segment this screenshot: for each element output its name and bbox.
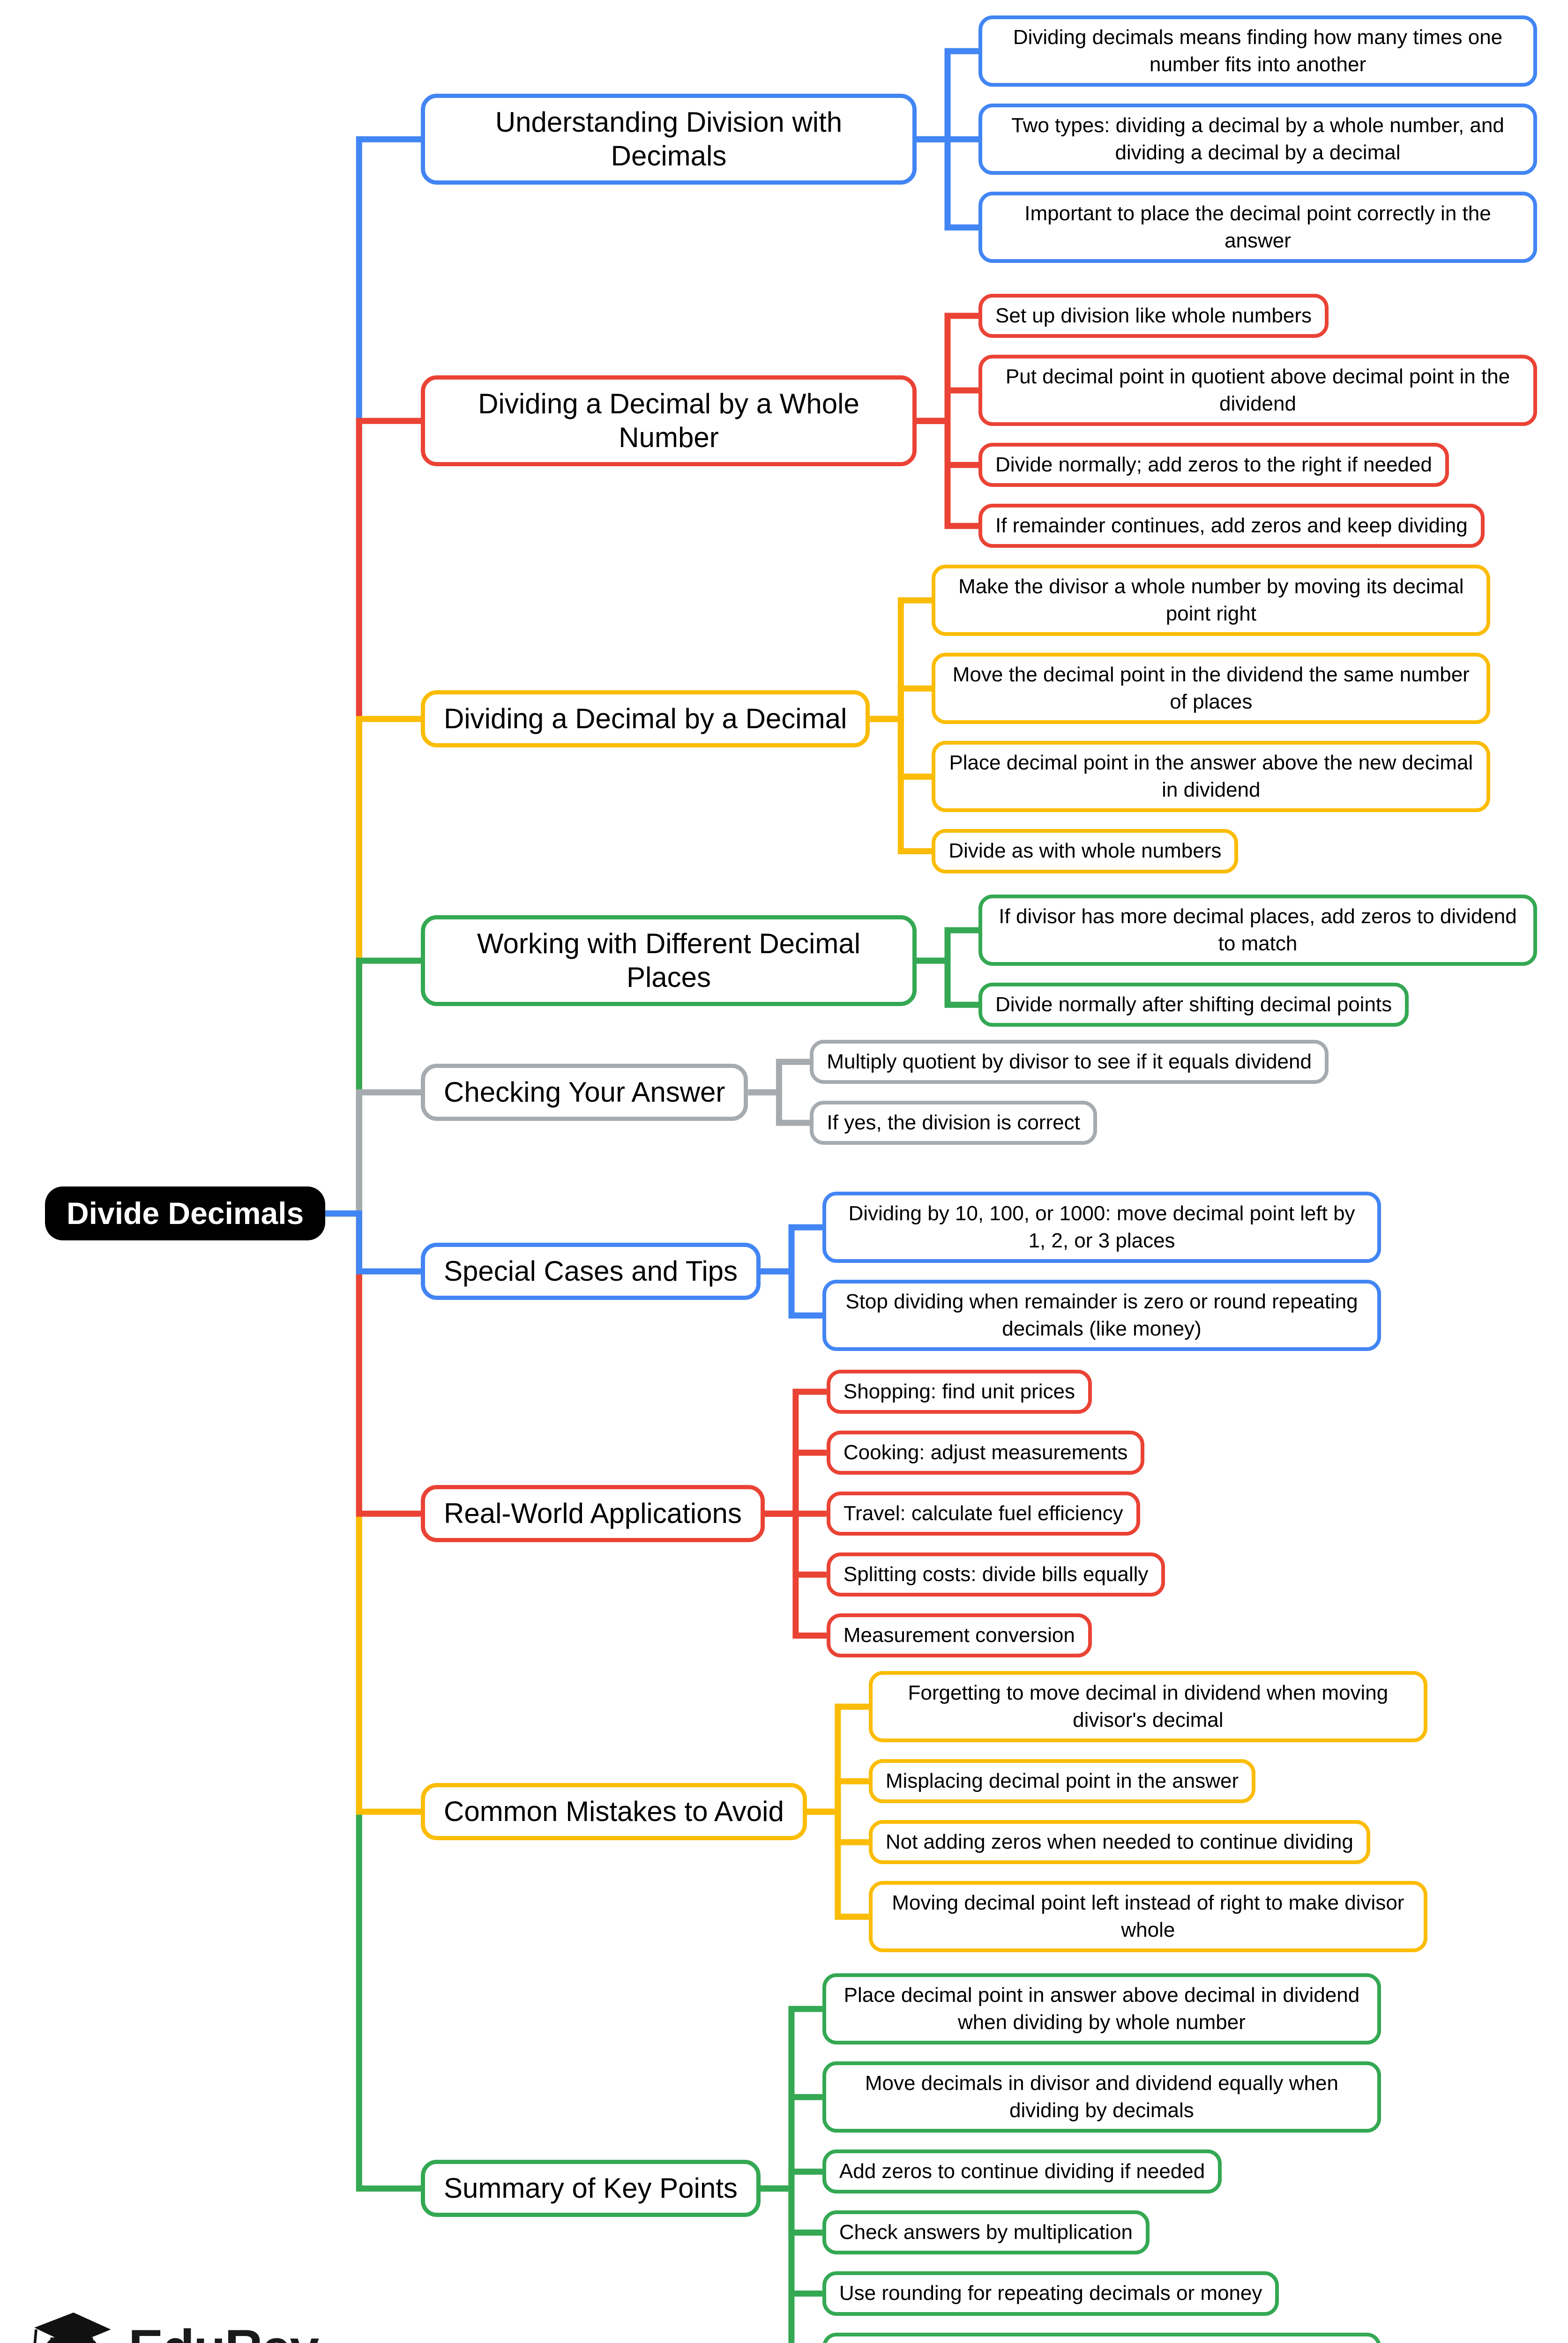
child-node: Measurement conversion bbox=[826, 1613, 1092, 1658]
child-node: Divide as with whole numbers bbox=[932, 829, 1239, 873]
child-node: Dividing by 10, 100, or 1000: move decim… bbox=[822, 1192, 1381, 1263]
child-node: Shopping: find unit prices bbox=[826, 1370, 1092, 1414]
branch-children: Dividing by 10, 100, or 1000: move decim… bbox=[822, 1192, 1381, 1351]
branch-title: Special Cases and Tips bbox=[421, 1243, 761, 1300]
branch-children: Set up division like whole numbers Put d… bbox=[978, 294, 1537, 548]
branch-title: Common Mistakes to Avoid bbox=[421, 1783, 807, 1841]
child-node: Use rounding for repeating decimals or m… bbox=[822, 2271, 1279, 2316]
root-node: Divide Decimals bbox=[45, 1186, 326, 1241]
branch-group-checking-answer: Checking Your Answer Multiply quotient b… bbox=[421, 1040, 1329, 1145]
branch-group-real-world: Real-World Applications Shopping: find u… bbox=[421, 1370, 1165, 1658]
branch-children: Make the divisor a whole number by movin… bbox=[932, 565, 1491, 873]
branch-title: Summary of Key Points bbox=[421, 2160, 761, 2217]
branch-group-summary: Summary of Key Points Place decimal poin… bbox=[421, 1973, 1381, 2343]
child-node: Not adding zeros when needed to continue… bbox=[868, 1820, 1370, 1865]
child-node: Splitting costs: divide bills equally bbox=[826, 1552, 1165, 1597]
child-node: Divide normally after shifting decimal p… bbox=[978, 983, 1409, 1027]
branch-group-special-cases: Special Cases and Tips Dividing by 10, 1… bbox=[421, 1192, 1381, 1351]
branch-children: Forgetting to move decimal in dividend w… bbox=[868, 1671, 1427, 1953]
child-node: Move the decimal point in the dividend t… bbox=[932, 653, 1491, 724]
edurev-logo: EduRev bbox=[27, 2304, 319, 2343]
child-node: Add zeros to continue dividing if needed bbox=[822, 2149, 1222, 2194]
child-node: If yes, the division is correct bbox=[810, 1101, 1097, 1145]
child-node: Place decimal point in the answer above … bbox=[932, 741, 1491, 813]
branch-children: Dividing decimals means finding how many… bbox=[978, 15, 1537, 263]
child-node: If remainder continues, add zeros and ke… bbox=[978, 504, 1485, 548]
graduation-cap-icon bbox=[33, 2313, 111, 2343]
child-node: Set up division like whole numbers bbox=[978, 294, 1329, 338]
branch-children: Multiply quotient by divisor to see if i… bbox=[810, 1040, 1329, 1145]
child-node: Travel: calculate fuel efficiency bbox=[826, 1492, 1140, 1536]
branch-group-understanding-division: Understanding Division with Decimals Div… bbox=[421, 15, 1537, 263]
child-node: If divisor has more decimal places, add … bbox=[978, 895, 1537, 966]
child-node: Dividing decimals means finding how many… bbox=[978, 15, 1537, 87]
child-node: Misplacing decimal point in the answer bbox=[868, 1759, 1256, 1804]
child-node: Divide normally; add zeros to the right … bbox=[978, 443, 1449, 487]
branch-title: Checking Your Answer bbox=[421, 1064, 748, 1121]
child-node: Multiply quotient by divisor to see if i… bbox=[810, 1040, 1329, 1084]
branch-title: Understanding Division with Decimals bbox=[421, 94, 917, 185]
child-node: Two types: dividing a decimal by a whole… bbox=[978, 104, 1537, 175]
branch-children: If divisor has more decimal places, add … bbox=[978, 895, 1537, 1027]
child-node: Put decimal point in quotient above deci… bbox=[978, 355, 1537, 426]
child-node: Check answers by multiplication bbox=[822, 2210, 1150, 2255]
branch-title: Dividing a Decimal by a Decimal bbox=[421, 690, 870, 748]
branch-group-decimal-by-decimal: Dividing a Decimal by a Decimal Make the… bbox=[421, 565, 1491, 873]
branch-title: Working with Different Decimal Places bbox=[421, 915, 917, 1007]
branch-group-decimal-by-whole: Dividing a Decimal by a Whole Number Set… bbox=[421, 294, 1537, 548]
child-node: Important to place the decimal point cor… bbox=[978, 192, 1537, 263]
child-node: Moving decimal left for division by 10, … bbox=[822, 2332, 1381, 2343]
branch-children: Shopping: find unit prices Cooking: adju… bbox=[826, 1370, 1165, 1658]
child-node: Moving decimal point left instead of rig… bbox=[868, 1881, 1427, 1953]
child-node: Stop dividing when remainder is zero or … bbox=[822, 1280, 1381, 1351]
branch-group-different-decimal-places: Working with Different Decimal Places If… bbox=[421, 895, 1537, 1027]
child-node: Move decimals in divisor and dividend eq… bbox=[822, 2061, 1381, 2133]
branch-group-common-mistakes: Common Mistakes to Avoid Forgetting to m… bbox=[421, 1671, 1427, 1953]
branch-title: Real-World Applications bbox=[421, 1485, 765, 1543]
child-node: Forgetting to move decimal in dividend w… bbox=[868, 1671, 1427, 1743]
branch-title: Dividing a Decimal by a Whole Number bbox=[421, 375, 917, 467]
child-node: Make the divisor a whole number by movin… bbox=[932, 565, 1491, 636]
branch-children: Place decimal point in answer above deci… bbox=[822, 1973, 1381, 2343]
edurev-wordmark: EduRev bbox=[128, 2318, 319, 2343]
child-node: Cooking: adjust measurements bbox=[826, 1431, 1145, 1475]
child-node: Place decimal point in answer above deci… bbox=[822, 1973, 1381, 2045]
